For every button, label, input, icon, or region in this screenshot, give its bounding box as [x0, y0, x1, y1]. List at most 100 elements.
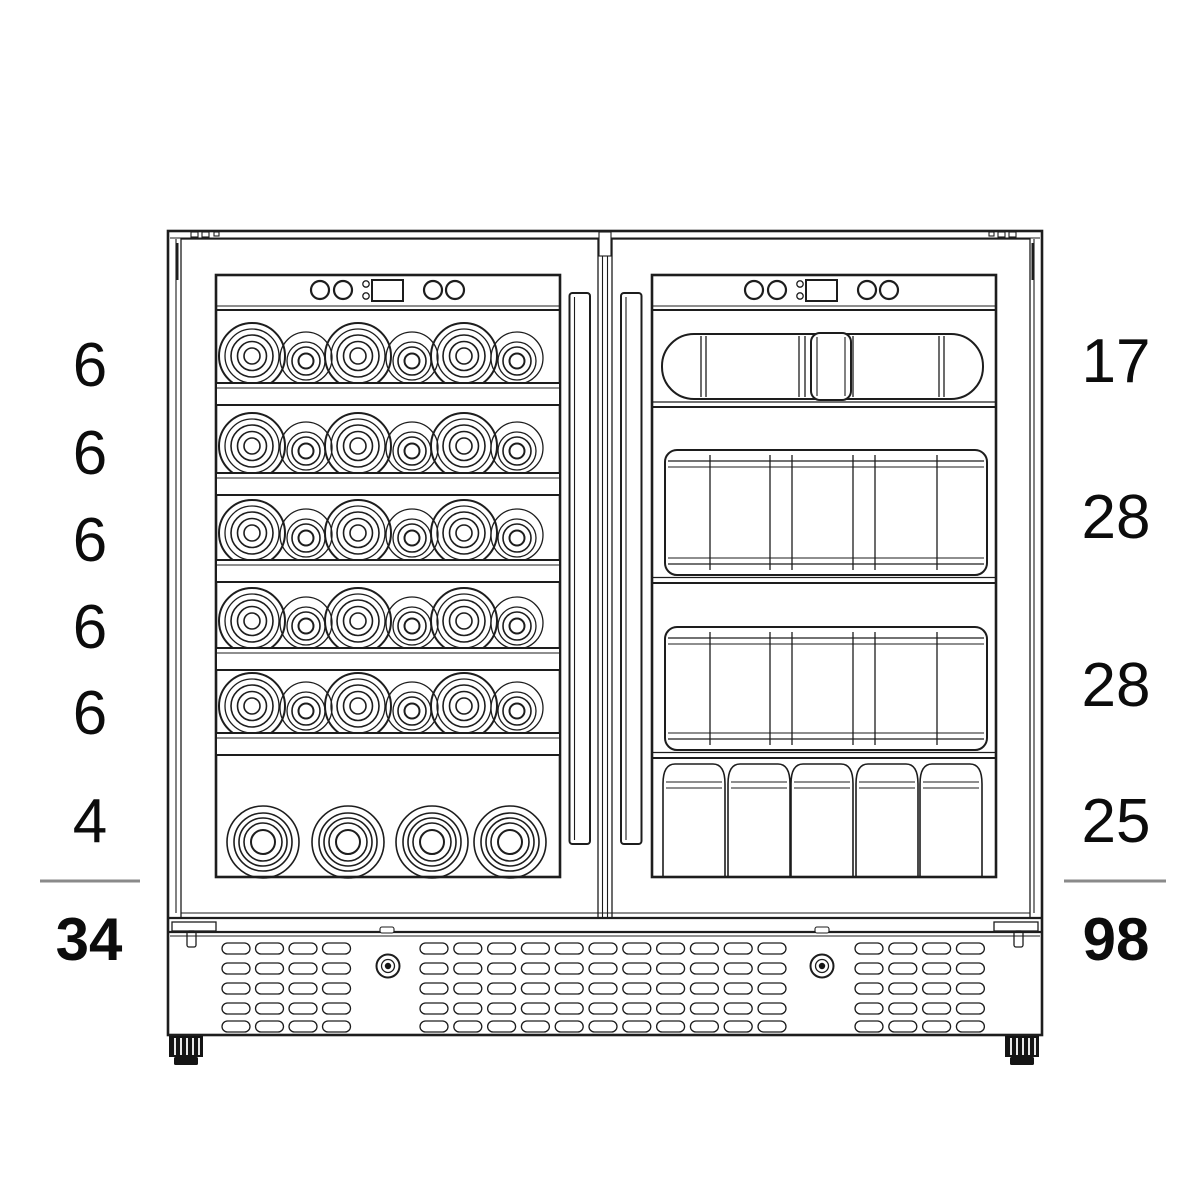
left-capacity-column: 6 6 6 6 6 4 34: [40, 331, 140, 973]
vent-slot: [689, 1002, 720, 1015]
wine-bottle-base: [442, 599, 486, 643]
vent-slot: [288, 962, 318, 975]
wine-bottle-neck: [508, 702, 526, 720]
vent-slot: [622, 942, 652, 955]
wine-bottle-neck: [286, 341, 326, 381]
wine-bottle-neck: [392, 341, 432, 381]
wine-bottle-base: [336, 334, 380, 378]
wine-bottle-base: [349, 612, 367, 630]
capacity-label: 6: [73, 679, 107, 748]
wine-bottle-neck: [508, 352, 526, 370]
vent-slot: [888, 942, 918, 955]
capacity-label: 6: [73, 331, 107, 400]
center-mullion-notch: [598, 231, 612, 257]
wine-bottle-base: [442, 684, 486, 728]
wine-bottle-base: [455, 437, 473, 455]
right-foot-body: [1005, 1036, 1039, 1057]
standing-can-zone: [662, 763, 983, 876]
temp-up-button: [422, 279, 444, 301]
wine-bottle-base: [230, 511, 274, 555]
top-hinge-tick: [1008, 231, 1017, 238]
standing-can: [855, 763, 919, 876]
wine-bottle-neck: [403, 442, 421, 460]
capacity-total: 34: [56, 906, 123, 973]
wine-bottle-base: [224, 678, 280, 734]
large-bottle-base: [402, 812, 462, 872]
wine-bottle-base: [336, 684, 380, 728]
temperature-display: [805, 279, 838, 302]
vent-slot: [622, 982, 652, 995]
lock-inner-ring: [814, 958, 830, 974]
wine-bottle-base: [330, 328, 386, 384]
indicator-led: [362, 280, 370, 288]
lying-bottles-zone: [652, 332, 996, 408]
vent-slot: [955, 982, 986, 995]
vent-slot: [254, 982, 285, 995]
vent-slot: [453, 982, 483, 995]
vent-slot: [622, 962, 652, 975]
wine-bottle-base: [430, 322, 498, 390]
wine-bottle-base: [342, 690, 374, 722]
vent-slot: [757, 982, 787, 995]
wine-bottle-base: [243, 347, 261, 365]
vent-slot: [554, 982, 584, 995]
wine-bottle-base: [436, 678, 492, 734]
cabinet-outline: [166, 229, 1044, 1037]
vent-slot: [321, 1002, 352, 1015]
wine-bottle-neck: [297, 352, 315, 370]
lock-keyhole: [818, 962, 826, 970]
wine-bottle-base: [430, 412, 498, 480]
wine-bottle-base: [342, 605, 374, 637]
wine-row: [215, 322, 561, 406]
large-bottle-base: [318, 812, 378, 872]
wine-bottle-base: [448, 340, 480, 372]
power-button: [309, 279, 331, 301]
indicator-led: [796, 292, 804, 300]
wine-bottle-base: [349, 347, 367, 365]
vent-slot: [254, 1002, 285, 1015]
vent-slot: [288, 1002, 318, 1015]
vent-slot: [854, 962, 884, 975]
vent-slot: [588, 1002, 618, 1015]
vent-slot: [520, 1002, 551, 1015]
wine-bottle-base: [236, 430, 268, 462]
large-bottle-base: [243, 822, 283, 862]
left-door-handle: [568, 292, 591, 845]
wine-row: [215, 587, 561, 671]
vent-slot: [419, 1020, 449, 1033]
vent-slot: [520, 982, 551, 995]
wine-bottom-row: [226, 805, 547, 879]
can-shelf-block: [664, 449, 988, 576]
can-block-outline: [664, 626, 988, 751]
right-door-glass-frame: [650, 273, 998, 879]
wine-bottle-base: [442, 424, 486, 468]
vent-slot: [655, 982, 686, 995]
wine-shelf: [215, 472, 561, 496]
wine-bottle-base: [230, 334, 274, 378]
vent-slot: [921, 1002, 952, 1015]
vent-slot: [288, 982, 318, 995]
right-capacity-column: 17 28 28 25 98: [1064, 327, 1166, 973]
wine-bottle-neck: [502, 523, 532, 553]
wine-bottle-base: [224, 505, 280, 561]
right-door-handle: [620, 292, 643, 845]
wine-bottle-neck: [403, 702, 421, 720]
wine-bottle-base: [218, 499, 286, 567]
vent-slot: [888, 1002, 918, 1015]
power-button: [743, 279, 765, 301]
wine-shelf: [215, 382, 561, 406]
wine-bottle-neck: [502, 436, 532, 466]
right-beverage-door: [611, 238, 1031, 919]
large-bottle-base: [226, 805, 300, 879]
standing-can: [790, 763, 854, 876]
capacity-label: 4: [73, 787, 107, 856]
vent-slot: [723, 942, 753, 955]
wine-bottle-neck: [502, 346, 532, 376]
left-wine-door: [180, 238, 599, 919]
wine-bottle-neck: [291, 346, 321, 376]
left-hinge-pin: [186, 930, 197, 948]
vent-slot: [453, 1002, 483, 1015]
wine-bottle-neck: [291, 523, 321, 553]
wine-bottle-base: [324, 322, 392, 390]
